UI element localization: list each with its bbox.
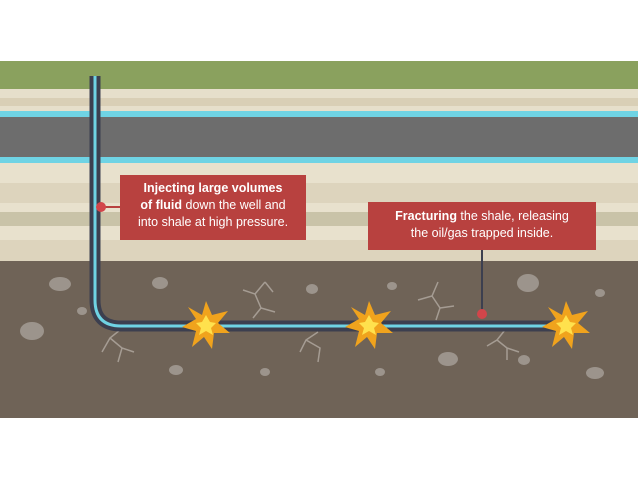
rock-layer (0, 117, 638, 159)
injection-callout: Injecting large volumes of fluid down th… (120, 175, 306, 240)
injection-callout-line3: into shale at high pressure. (137, 215, 289, 229)
aquifer-line-bottom (0, 157, 638, 163)
fracture-burst-icon (542, 301, 590, 349)
well-pipe-fluid (93, 76, 570, 328)
rock-icon (20, 274, 605, 379)
callout-2-marker (477, 309, 487, 319)
fracturing-callout: Fracturing the shale, releasing the oil/… (368, 202, 596, 250)
injection-callout-line2-bold: of fluid (140, 198, 183, 212)
grass-layer (0, 61, 638, 89)
injection-callout-line1: Injecting large volumes (143, 181, 283, 195)
soil-stripe (0, 98, 638, 106)
fracturing-callout-line2: the oil/gas trapped inside. (410, 226, 554, 240)
callout-1-marker (96, 202, 106, 212)
aquifer-line-top (0, 111, 638, 117)
crack-icon (101, 281, 520, 363)
fracture-burst-icon (182, 301, 230, 349)
fracture-burst-icon (345, 301, 393, 349)
fracturing-callout-line1-rest: the shale, releasing (456, 209, 569, 223)
injection-callout-line2-rest: down the well and (182, 198, 286, 212)
fracturing-callout-line1-bold: Fracturing (395, 209, 457, 223)
